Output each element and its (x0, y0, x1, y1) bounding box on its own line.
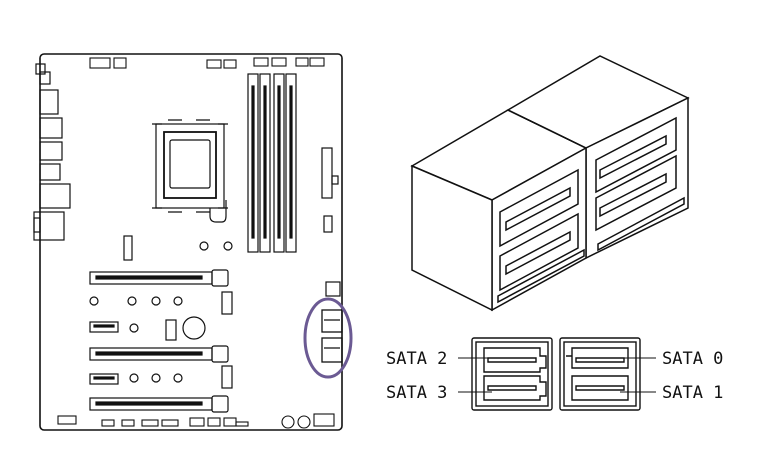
sata-2-label: SATA 2 (386, 349, 447, 369)
sata-0-label: SATA 0 (662, 349, 723, 369)
sata-front-view (471, 337, 641, 411)
rear-io-ports (33, 63, 71, 241)
sata-3-label: SATA 3 (386, 383, 447, 403)
label-leader-lines (458, 357, 656, 393)
board-components (89, 235, 233, 389)
sata-1-label: SATA 1 (662, 383, 723, 403)
board-sata-ports (321, 309, 343, 363)
sata-highlight-ellipse (303, 297, 353, 379)
atx-power-connector (321, 147, 341, 297)
memory-slots (247, 73, 297, 253)
cpu-socket (152, 119, 228, 223)
pcie-slots (89, 269, 229, 413)
motherboard-outline (39, 53, 343, 431)
bottom-headers (57, 413, 335, 429)
top-headers (89, 57, 325, 69)
sata-connector-isometric (410, 55, 690, 312)
